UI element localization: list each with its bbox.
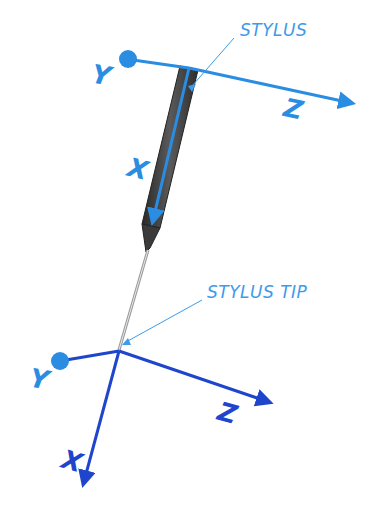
stylus-body: [142, 66, 198, 228]
axis-label: Y: [28, 365, 51, 394]
y-axis: [133, 60, 189, 68]
part-label: STYLUS: [240, 22, 307, 39]
axis-label: X: [125, 154, 151, 184]
axis-label: X: [59, 446, 85, 477]
leader-line: [192, 38, 234, 86]
leader-arrow: [188, 84, 196, 92]
stylus-needle-highlight: [119, 250, 148, 350]
y-axis-dot: [119, 50, 137, 68]
leader-arrow: [122, 338, 131, 345]
y-axis-dot: [51, 352, 69, 370]
stylus-cone: [142, 224, 160, 252]
z-axis: [119, 351, 260, 399]
axis-label: Z: [215, 398, 240, 428]
part-label: STYLUS TIP: [207, 284, 307, 301]
axis-label: Y: [90, 61, 113, 90]
y-axis: [66, 351, 119, 360]
x-axis: [86, 351, 119, 474]
leader-line: [126, 300, 202, 342]
x-axis: [155, 68, 189, 212]
stylus-needle: [119, 250, 148, 350]
axis-label: Z: [282, 94, 306, 123]
z-axis: [189, 68, 342, 101]
